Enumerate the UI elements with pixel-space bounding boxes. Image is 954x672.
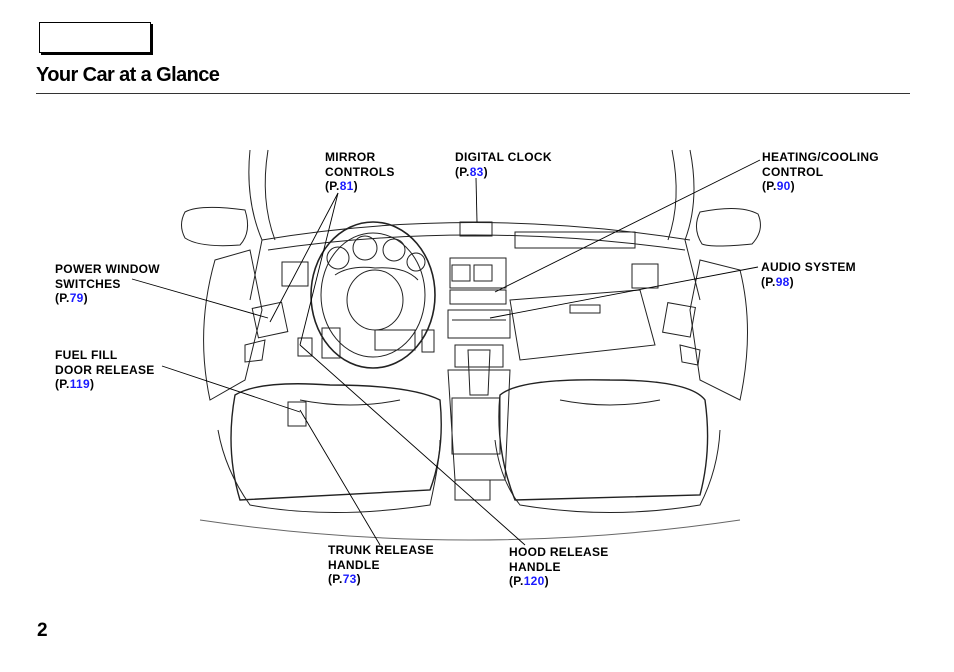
callout-label: HANDLE — [328, 557, 380, 572]
callout-label: HOOD RELEASE — [509, 545, 609, 559]
ref-suffix: ) — [353, 179, 358, 193]
ref-suffix: ) — [789, 274, 794, 289]
title-divider — [36, 93, 910, 94]
callout-label: CONTROL — [762, 164, 824, 179]
callout-label: DOOR RELEASE — [55, 362, 155, 377]
page-ref-link[interactable]: 120 — [523, 574, 545, 588]
callout-label: MIRROR — [325, 150, 376, 164]
callout-label: HANDLE — [509, 559, 561, 574]
callout-label: TRUNK RELEASE — [328, 543, 434, 557]
ref-prefix: (P. — [55, 291, 70, 305]
index-tab-box[interactable] — [39, 22, 151, 53]
callout-label: POWER WINDOW — [55, 262, 160, 276]
page-ref-link[interactable]: 119 — [69, 377, 90, 391]
ref-prefix: (P. — [455, 164, 470, 179]
page-ref-link[interactable]: 73 — [342, 572, 357, 586]
page-number: 2 — [37, 620, 48, 641]
page-ref-link[interactable]: 79 — [69, 291, 84, 305]
page-ref-link[interactable]: 98 — [775, 274, 790, 289]
callout-hood-release-handle: HOOD RELEASE HANDLE (P.120) — [509, 545, 609, 589]
callout-digital-clock: DIGITAL CLOCK (P.83) — [455, 150, 552, 179]
callout-power-window-switches: POWER WINDOW SWITCHES (P.79) — [55, 262, 160, 306]
ref-suffix: ) — [483, 164, 488, 179]
page-ref-link[interactable]: 81 — [339, 179, 354, 193]
ref-prefix: (P. — [762, 179, 777, 193]
ref-suffix: ) — [790, 179, 795, 193]
callout-trunk-release-handle: TRUNK RELEASE HANDLE (P.73) — [328, 543, 434, 587]
ref-prefix: (P. — [509, 574, 524, 588]
callout-label: DIGITAL CLOCK — [455, 150, 552, 164]
callout-label: FUEL FILL — [55, 348, 118, 362]
ref-prefix: (P. — [325, 179, 340, 193]
ref-suffix: ) — [83, 291, 88, 305]
callout-heating-cooling-control: HEATING/COOLING CONTROL (P.90) — [762, 150, 879, 194]
ref-prefix: (P. — [328, 572, 343, 586]
callout-label: AUDIO SYSTEM — [761, 260, 856, 274]
callout-fuel-fill-door-release: FUEL FILL DOOR RELEASE (P.119) — [55, 348, 155, 392]
page-ref-link[interactable]: 83 — [469, 164, 484, 179]
ref-prefix: (P. — [55, 377, 70, 391]
callout-label: HEATING/COOLING — [762, 150, 879, 164]
callout-audio-system: AUDIO SYSTEM (P.98) — [761, 260, 856, 289]
ref-suffix: ) — [89, 377, 95, 391]
ref-suffix: ) — [356, 572, 361, 586]
page-ref-link[interactable]: 90 — [776, 179, 791, 193]
callout-label: CONTROLS — [325, 164, 395, 179]
ref-prefix: (P. — [761, 274, 776, 289]
ref-suffix: ) — [544, 574, 549, 588]
page-title: Your Car at a Glance — [36, 64, 220, 86]
callout-mirror-controls: MIRROR CONTROLS (P.81) — [325, 150, 395, 194]
callout-label: SWITCHES — [55, 276, 121, 291]
